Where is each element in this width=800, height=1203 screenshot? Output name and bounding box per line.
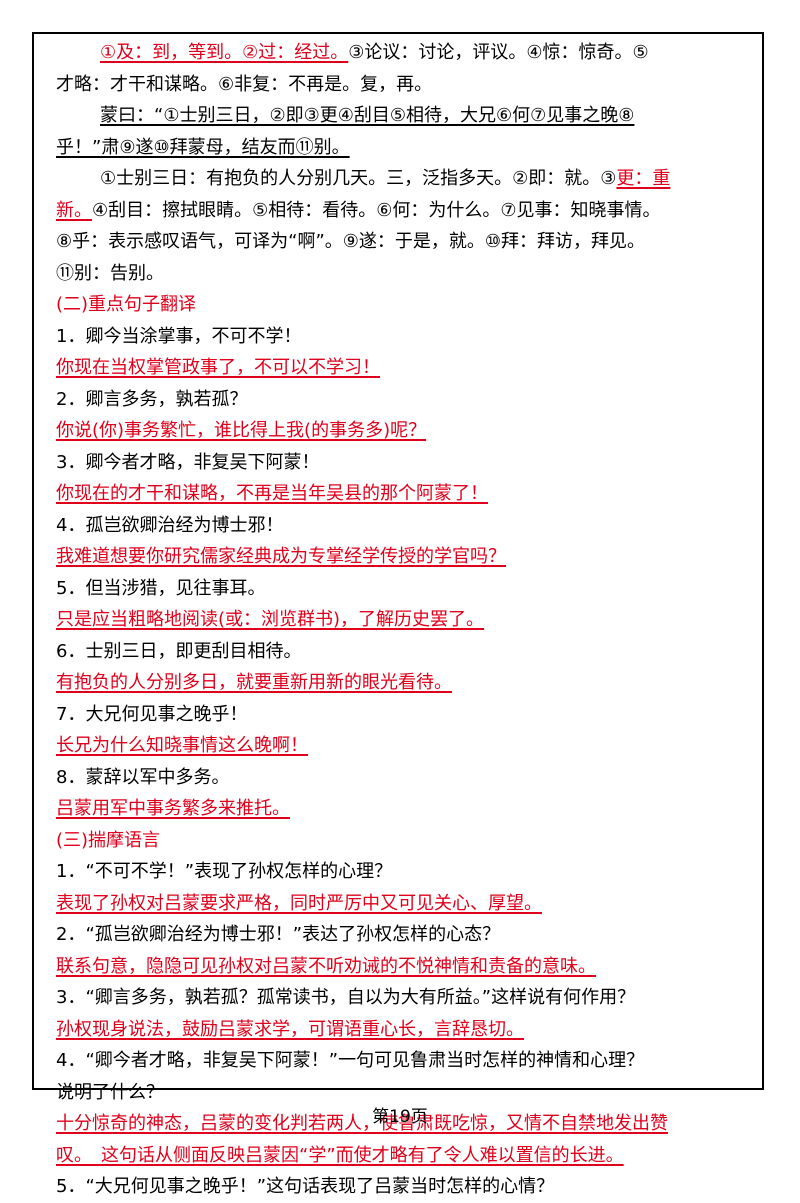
question: 5．“大兄何见事之晚乎！”这句话表现了吕蒙当时怎样的心情？ — [56, 1176, 555, 1197]
answer-line: 你现在的才干和谋略，不再是当年吴县的那个阿蒙了！ — [56, 478, 756, 510]
question: 1．卿今当涂掌事，不可不学！ — [56, 325, 302, 347]
answer-line: 有抱负的人分别多日，就要重新用新的眼光看待。 — [56, 667, 756, 699]
section-title-language: (三)揣摩语言 — [56, 829, 161, 851]
note-text: ④刮目：擦拭眼睛。⑤相待：看待。⑥何：为什么。⑦见事：知晓事情。 — [92, 199, 661, 221]
question: 3．卿今者才略，非复吴下阿蒙！ — [56, 451, 320, 473]
question: 8．蒙辞以军中多务。 — [56, 766, 230, 788]
note-line: ⑪别：告别。 — [56, 262, 164, 284]
answer-text: 孙权现身说法，鼓励吕蒙求学，可谓语重心长，言辞恳切。 — [56, 1018, 524, 1040]
question: 5．但当涉猎，见往事耳。 — [56, 577, 266, 599]
answer-text: 你现在当权掌管政事了，不可以不学习！ — [56, 357, 380, 378]
answer-text: 长兄为什么知晓事情这么晚啊！ — [56, 735, 308, 756]
answer-text: 新。 — [56, 199, 92, 221]
answer-line: 我难道想要你研究儒家经典成为专掌经学传授的学官吗？ — [56, 541, 756, 573]
answer-text: 只是应当粗略地阅读(或：浏览群书)，了解历史罢了。 — [56, 609, 485, 630]
section-title-translation: (二)重点句子翻译 — [56, 294, 197, 315]
question: 2．“孤岂欲卿治经为博士邪！”表达了孙权怎样的心态？ — [56, 924, 501, 945]
answer-text: 你现在的才干和谋略，不再是当年吴县的那个阿蒙了！ — [56, 483, 488, 504]
answer-text: 有抱负的人分别多日，就要重新用新的眼光看待。 — [56, 672, 452, 693]
answer-text: 表现了孙权对吕蒙要求严格，同时严厉中又可见关心、厚望。 — [56, 892, 542, 914]
question: 说明了什么？ — [56, 1081, 164, 1103]
question: 7．大兄何见事之晚乎！ — [56, 703, 248, 725]
question: 2．卿言多务，孰若孤？ — [56, 388, 248, 410]
answer-text: ①及：到，等到。 — [100, 42, 243, 63]
answer-text: 吕蒙用军中事务繁多来推托。 — [56, 798, 290, 819]
note-line: 新。④刮目：擦拭眼睛。⑤相待：看待。⑥何：为什么。⑦见事：知晓事情。 — [56, 195, 756, 227]
answer-line: 你说(你)事务繁忙，谁比得上我(的事务多)呢？ — [56, 415, 756, 447]
answer-line: 表现了孙权对吕蒙要求严格，同时严厉中又可见关心、厚望。 — [56, 888, 756, 920]
note-line: ⑧乎：表示感叹语气，可译为“啊”。⑨遂：于是，就。⑩拜：拜访，拜见。 — [56, 231, 646, 252]
answer-text: ②过：经过。 — [242, 42, 349, 63]
answer-line: 叹。 这句话从侧面反映吕蒙因“学”而使才略有了令人难以置信的长进。 — [56, 1140, 756, 1172]
note-text: ③论议：讨论，评议。④惊：惊奇。⑤ — [348, 42, 649, 63]
question: 1．“不可不学！”表现了孙权怎样的心理？ — [56, 861, 393, 882]
quote-text: 乎！”肃⑨遂⑩拜蒙母，结友而⑪别。 — [56, 136, 350, 158]
page-frame — [32, 32, 764, 1090]
quote-line: 蒙曰：“①士别三日，②即③更④刮目⑤相待，大兄⑥何⑦见事之晚⑧ — [56, 100, 756, 132]
answer-text: 你说(你)事务繁忙，谁比得上我(的事务多)呢？ — [56, 420, 427, 441]
question: 4．孤岂欲卿治经为博士邪！ — [56, 514, 284, 536]
answer-text: 叹。 这句话从侧面反映吕蒙因“学”而使才略有了令人难以置信的长进。 — [56, 1144, 624, 1166]
note-text: ①士别三日：有抱负的人分别几天。三，泛指多天。②即：就。③ — [100, 168, 617, 189]
answer-text: 十分惊奇的神态，吕蒙的变化判若两人，使鲁肃既吃惊，又情不自禁地发出赞 — [56, 1113, 668, 1134]
answer-line: 只是应当粗略地阅读(或：浏览群书)，了解历史罢了。 — [56, 604, 756, 636]
question: 4．“卿今者才略，非复吴下阿蒙！”一句可见鲁肃当时怎样的神情和心理？ — [56, 1050, 645, 1071]
answer-line: 长兄为什么知晓事情这么晚啊！ — [56, 730, 756, 762]
document-body: ①及：到，等到。②过：经过。③论议：讨论，评议。④惊：惊奇。⑤ 才略：才干和谋略… — [56, 37, 756, 1203]
answer-line: 十分惊奇的神态，吕蒙的变化判若两人，使鲁肃既吃惊，又情不自禁地发出赞 — [56, 1108, 756, 1140]
answer-line: 联系句意，隐隐可见孙权对吕蒙不听劝诫的不悦神情和责备的意味。 — [56, 951, 756, 983]
question: 6．士别三日，即更刮目相待。 — [56, 640, 302, 662]
answer-line: 吕蒙用军中事务繁多来推托。 — [56, 793, 756, 825]
answer-line: 孙权现身说法，鼓励吕蒙求学，可谓语重心长，言辞恳切。 — [56, 1014, 756, 1046]
page-number: 第19页 — [372, 1107, 428, 1127]
answer-text: 我难道想要你研究儒家经典成为专掌经学传授的学官吗？ — [56, 546, 506, 567]
question: 3．“卿言多务，孰若孤？孤常读书，自以为大有所益。”这样说有何作用？ — [56, 987, 636, 1008]
quote-text: 蒙曰：“①士别三日，②即③更④刮目⑤相待，大兄⑥何⑦见事之晚⑧ — [100, 105, 635, 126]
note-line: ①及：到，等到。②过：经过。③论议：讨论，评议。④惊：惊奇。⑤ — [56, 37, 756, 69]
quote-line: 乎！”肃⑨遂⑩拜蒙母，结友而⑪别。 — [56, 132, 756, 164]
answer-text: 更：重 — [616, 168, 671, 189]
note-line: 才略：才干和谋略。⑥非复：不再是。复，再。 — [56, 73, 433, 95]
note-line: ①士别三日：有抱负的人分别几天。三，泛指多天。②即：就。③更：重 — [56, 163, 756, 195]
answer-text: 联系句意，隐隐可见孙权对吕蒙不听劝诫的不悦神情和责备的意味。 — [56, 955, 596, 977]
answer-line: 你现在当权掌管政事了，不可以不学习！ — [56, 352, 756, 384]
